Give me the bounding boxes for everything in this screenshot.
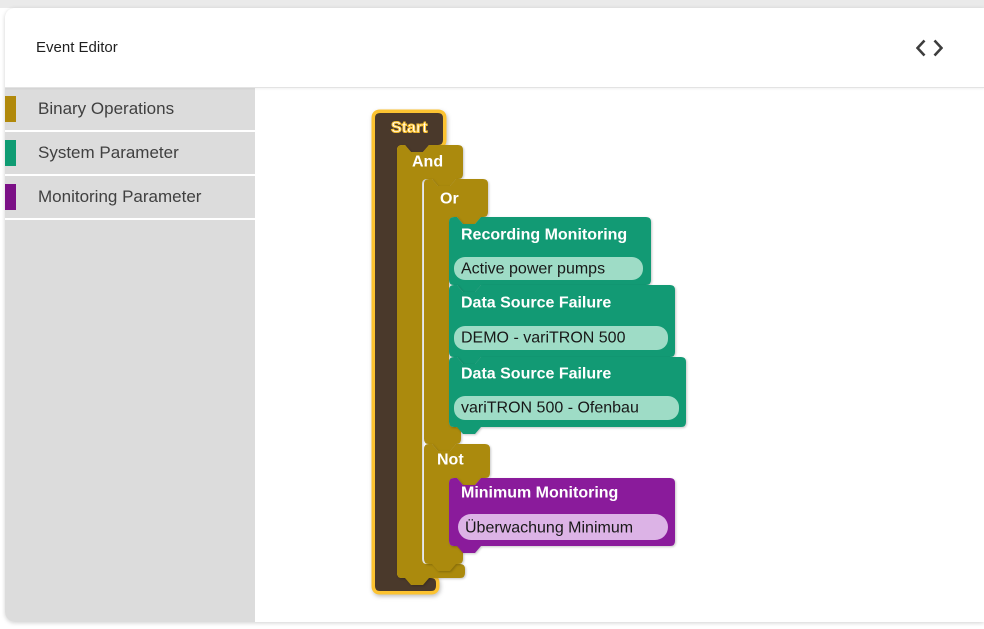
block-title: Recording Monitoring — [461, 227, 627, 244]
category-color-bar — [5, 184, 16, 210]
block-field-value: DEMO - variTRON 500 — [461, 330, 626, 347]
block-field[interactable] — [458, 514, 668, 540]
workspace-canvas[interactable]: Start And Or Not — [255, 88, 984, 622]
block-or-label: Or — [440, 191, 459, 208]
block-or-shape[interactable] — [424, 179, 488, 451]
block-field[interactable] — [454, 257, 643, 280]
block-not[interactable]: Not — [424, 444, 490, 571]
block-field[interactable] — [454, 396, 679, 420]
block-title: Data Source Failure — [461, 295, 611, 312]
block-data-source-failure-2[interactable]: Data Source Failure variTRON 500 - Ofenb… — [449, 357, 686, 434]
sidebar-item-label: Binary Operations — [38, 99, 175, 118]
sidebar-item-binary-operations[interactable]: Binary Operations — [5, 88, 255, 132]
code-icon — [916, 39, 943, 56]
editor-body: Binary Operations System Parameter Monit… — [5, 88, 984, 622]
block-field-value: Active power pumps — [461, 261, 605, 278]
block-minimum-monitoring[interactable]: Minimum Monitoring Überwachung Minimum — [449, 478, 675, 553]
block-title: Minimum Monitoring — [461, 485, 618, 502]
block-data-source-failure-1[interactable]: Data Source Failure DEMO - variTRON 500 — [449, 285, 675, 364]
category-color-bar — [5, 140, 16, 166]
sidebar-item-label: System Parameter — [38, 143, 179, 162]
block-field-value: variTRON 500 - Ofenbau — [461, 400, 639, 417]
block-not-label: Not — [437, 452, 464, 469]
toolbox-sidebar: Binary Operations System Parameter Monit… — [5, 88, 255, 622]
block-start-label: Start — [391, 120, 428, 137]
block-and-label: And — [412, 154, 443, 171]
block-and[interactable]: And — [397, 145, 465, 585]
block-or[interactable]: Or — [424, 179, 488, 451]
block-not-shape[interactable] — [424, 444, 490, 571]
block-title: Data Source Failure — [461, 366, 611, 383]
sidebar-item-label: Monitoring Parameter — [38, 187, 202, 206]
sidebar-item-system-parameter[interactable]: System Parameter — [5, 132, 255, 176]
page-top-strip — [0, 0, 984, 8]
event-editor-card: Event Editor Binary Operations System Pa… — [5, 8, 984, 622]
block-recording-monitoring[interactable]: Recording Monitoring Active power pumps — [449, 217, 651, 292]
sidebar-item-monitoring-parameter[interactable]: Monitoring Parameter — [5, 176, 255, 220]
block-workspace: Start And Or Not — [371, 109, 686, 595]
category-color-bar — [5, 96, 16, 122]
page-title: Event Editor — [36, 39, 118, 56]
block-and-shape[interactable] — [397, 145, 465, 585]
block-field-value: Überwachung Minimum — [465, 519, 633, 537]
block-field[interactable] — [454, 326, 668, 350]
code-toggle-button[interactable] — [912, 35, 947, 61]
header: Event Editor — [5, 8, 984, 88]
